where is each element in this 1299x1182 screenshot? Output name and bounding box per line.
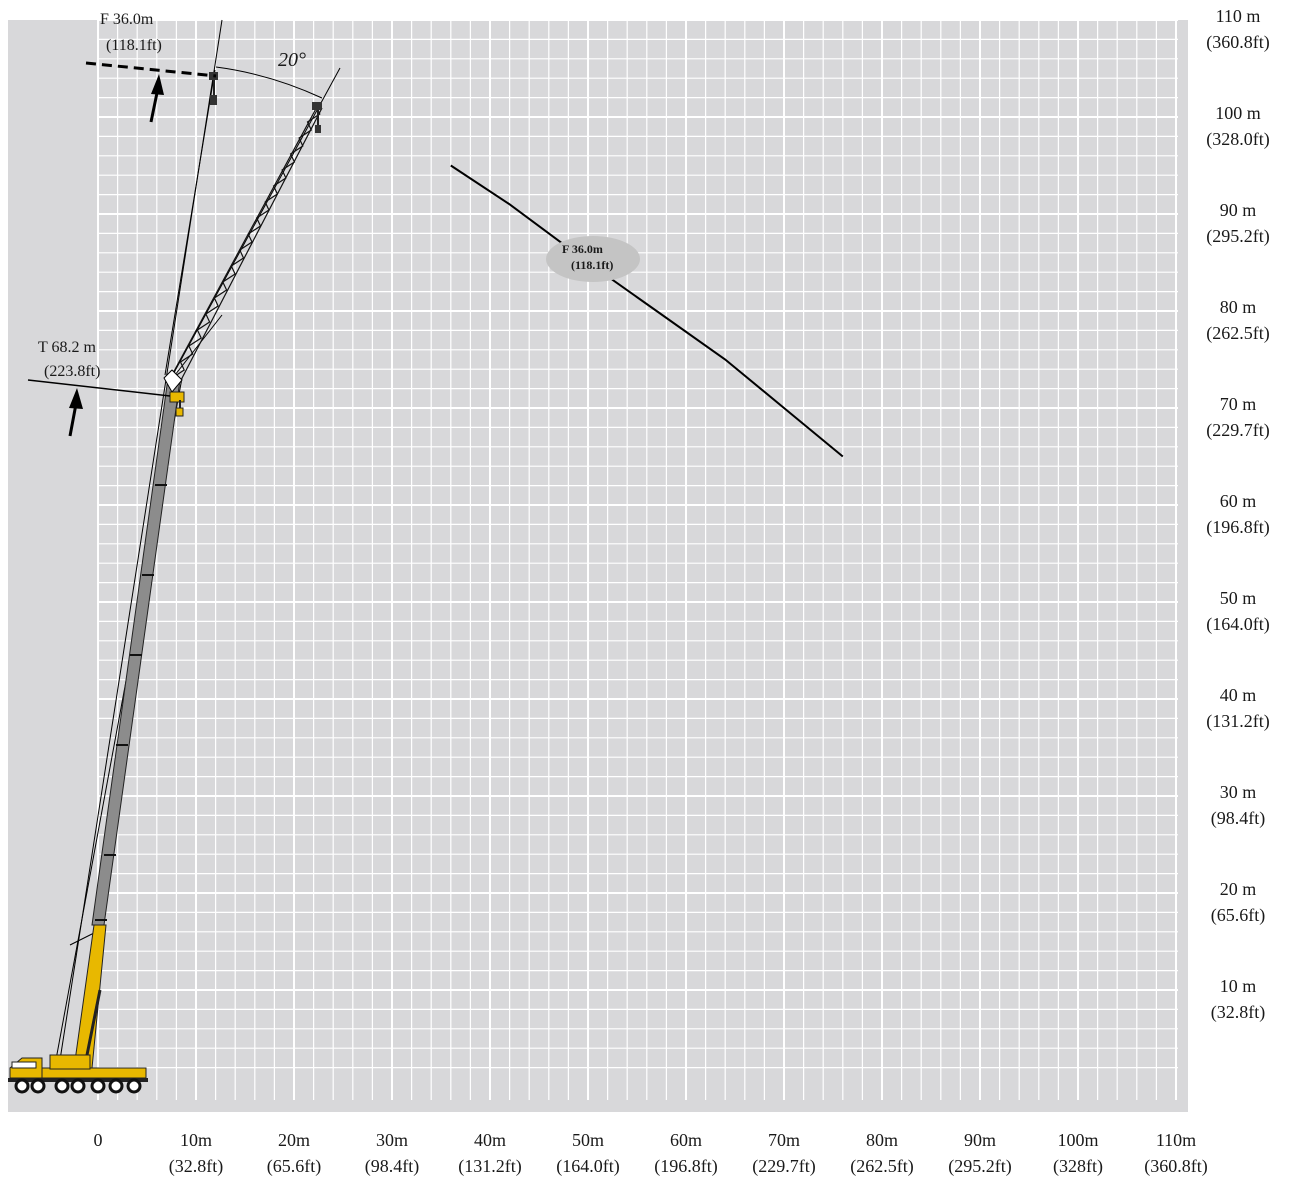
x-tick-sublabel: (262.5ft)	[850, 1156, 913, 1177]
x-tick-sublabel: (196.8ft)	[654, 1156, 717, 1177]
x-axis-labels: 0 10m (32.8ft) 20m (65.6ft) 30m (98.4ft) 40m (13…	[94, 1130, 1208, 1177]
y-tick-sublabel: (262.5ft)	[1206, 323, 1269, 344]
offset-angle-annotation: 20°	[215, 49, 323, 99]
y-tick-sublabel: (32.8ft)	[1211, 1002, 1265, 1023]
x-tick-sublabel: (295.2ft)	[948, 1156, 1011, 1177]
y-tick-label: 100 m	[1215, 103, 1261, 123]
x-tick-label: 60m	[670, 1130, 702, 1150]
x-tick-label: 100m	[1057, 1130, 1098, 1150]
x-tick-label: 40m	[474, 1130, 506, 1150]
x-tick-label: 20m	[278, 1130, 310, 1150]
y-tick-sublabel: (328.0ft)	[1206, 129, 1269, 150]
fly-jib-length-ft: (118.1ft)	[106, 37, 162, 54]
x-tick-label: 30m	[376, 1130, 408, 1150]
y-tick-label: 30 m	[1220, 782, 1257, 802]
offset-angle-label: 20°	[278, 49, 306, 71]
y-tick-sublabel: (131.2ft)	[1206, 711, 1269, 732]
x-tick-sublabel: (229.7ft)	[752, 1156, 815, 1177]
y-tick-label: 20 m	[1220, 879, 1257, 899]
x-tick-sublabel: (131.2ft)	[458, 1156, 521, 1177]
y-tick-label: 90 m	[1220, 200, 1257, 220]
y-tick-sublabel: (295.2ft)	[1206, 226, 1269, 247]
x-tick-label: 0	[94, 1130, 103, 1150]
arrow-up-icon	[151, 74, 164, 95]
x-tick-label: 50m	[572, 1130, 604, 1150]
y-tick-label: 50 m	[1220, 588, 1257, 608]
x-tick-sublabel: (32.8ft)	[169, 1156, 223, 1177]
y-tick-label: 60 m	[1220, 491, 1257, 511]
y-tick-sublabel: (164.0ft)	[1206, 614, 1269, 635]
x-tick-label: 80m	[866, 1130, 898, 1150]
x-tick-label: 10m	[180, 1130, 212, 1150]
x-tick-sublabel: (328ft)	[1053, 1156, 1103, 1177]
y-tick-label: 80 m	[1220, 297, 1257, 317]
y-tick-sublabel: (65.6ft)	[1211, 905, 1265, 926]
y-tick-label: 110 m	[1216, 6, 1261, 26]
lattice-jib	[171, 104, 323, 383]
grid	[97, 19, 1178, 1100]
arrow-up-icon	[69, 388, 83, 409]
y-tick-sublabel: (196.8ft)	[1206, 517, 1269, 538]
x-tick-sublabel: (65.6ft)	[267, 1156, 321, 1177]
working-range-curve	[450, 164, 844, 458]
x-tick-label: 70m	[768, 1130, 800, 1150]
telescope-length: T 68.2 m	[38, 339, 96, 356]
y-tick-label: 70 m	[1220, 394, 1257, 414]
chart-background	[8, 20, 1188, 1112]
y-tick-label: 10 m	[1220, 976, 1257, 996]
x-tick-label: 90m	[964, 1130, 996, 1150]
range-curve-label: F 36.0m (118.1ft)	[546, 236, 640, 282]
range-label-line2: (118.1ft)	[571, 258, 613, 272]
x-tick-label: 110m	[1156, 1130, 1196, 1150]
crane-carrier	[8, 1054, 148, 1094]
crane-illustration	[8, 19, 341, 1094]
x-tick-sublabel: (360.8ft)	[1144, 1156, 1207, 1177]
x-tick-sublabel: (164.0ft)	[556, 1156, 619, 1177]
telescope-length-ft: (223.8ft)	[44, 363, 100, 380]
y-tick-label: 40 m	[1220, 685, 1257, 705]
range-label-line1: F 36.0m	[562, 242, 603, 256]
y-tick-sublabel: (229.7ft)	[1206, 420, 1269, 441]
y-tick-sublabel: (360.8ft)	[1206, 32, 1269, 53]
x-tick-sublabel: (98.4ft)	[365, 1156, 419, 1177]
y-axis-labels: 110 m (360.8ft) 100 m (328.0ft) 90 m (295.2ft…	[1206, 6, 1269, 1023]
y-tick-sublabel: (98.4ft)	[1211, 808, 1265, 829]
fly-jib-annotation: F 36.0m (118.1ft)	[85, 11, 217, 123]
telescope-annotation: T 68.2 m (223.8ft)	[27, 339, 171, 437]
fly-jib-length: F 36.0m	[100, 11, 154, 28]
